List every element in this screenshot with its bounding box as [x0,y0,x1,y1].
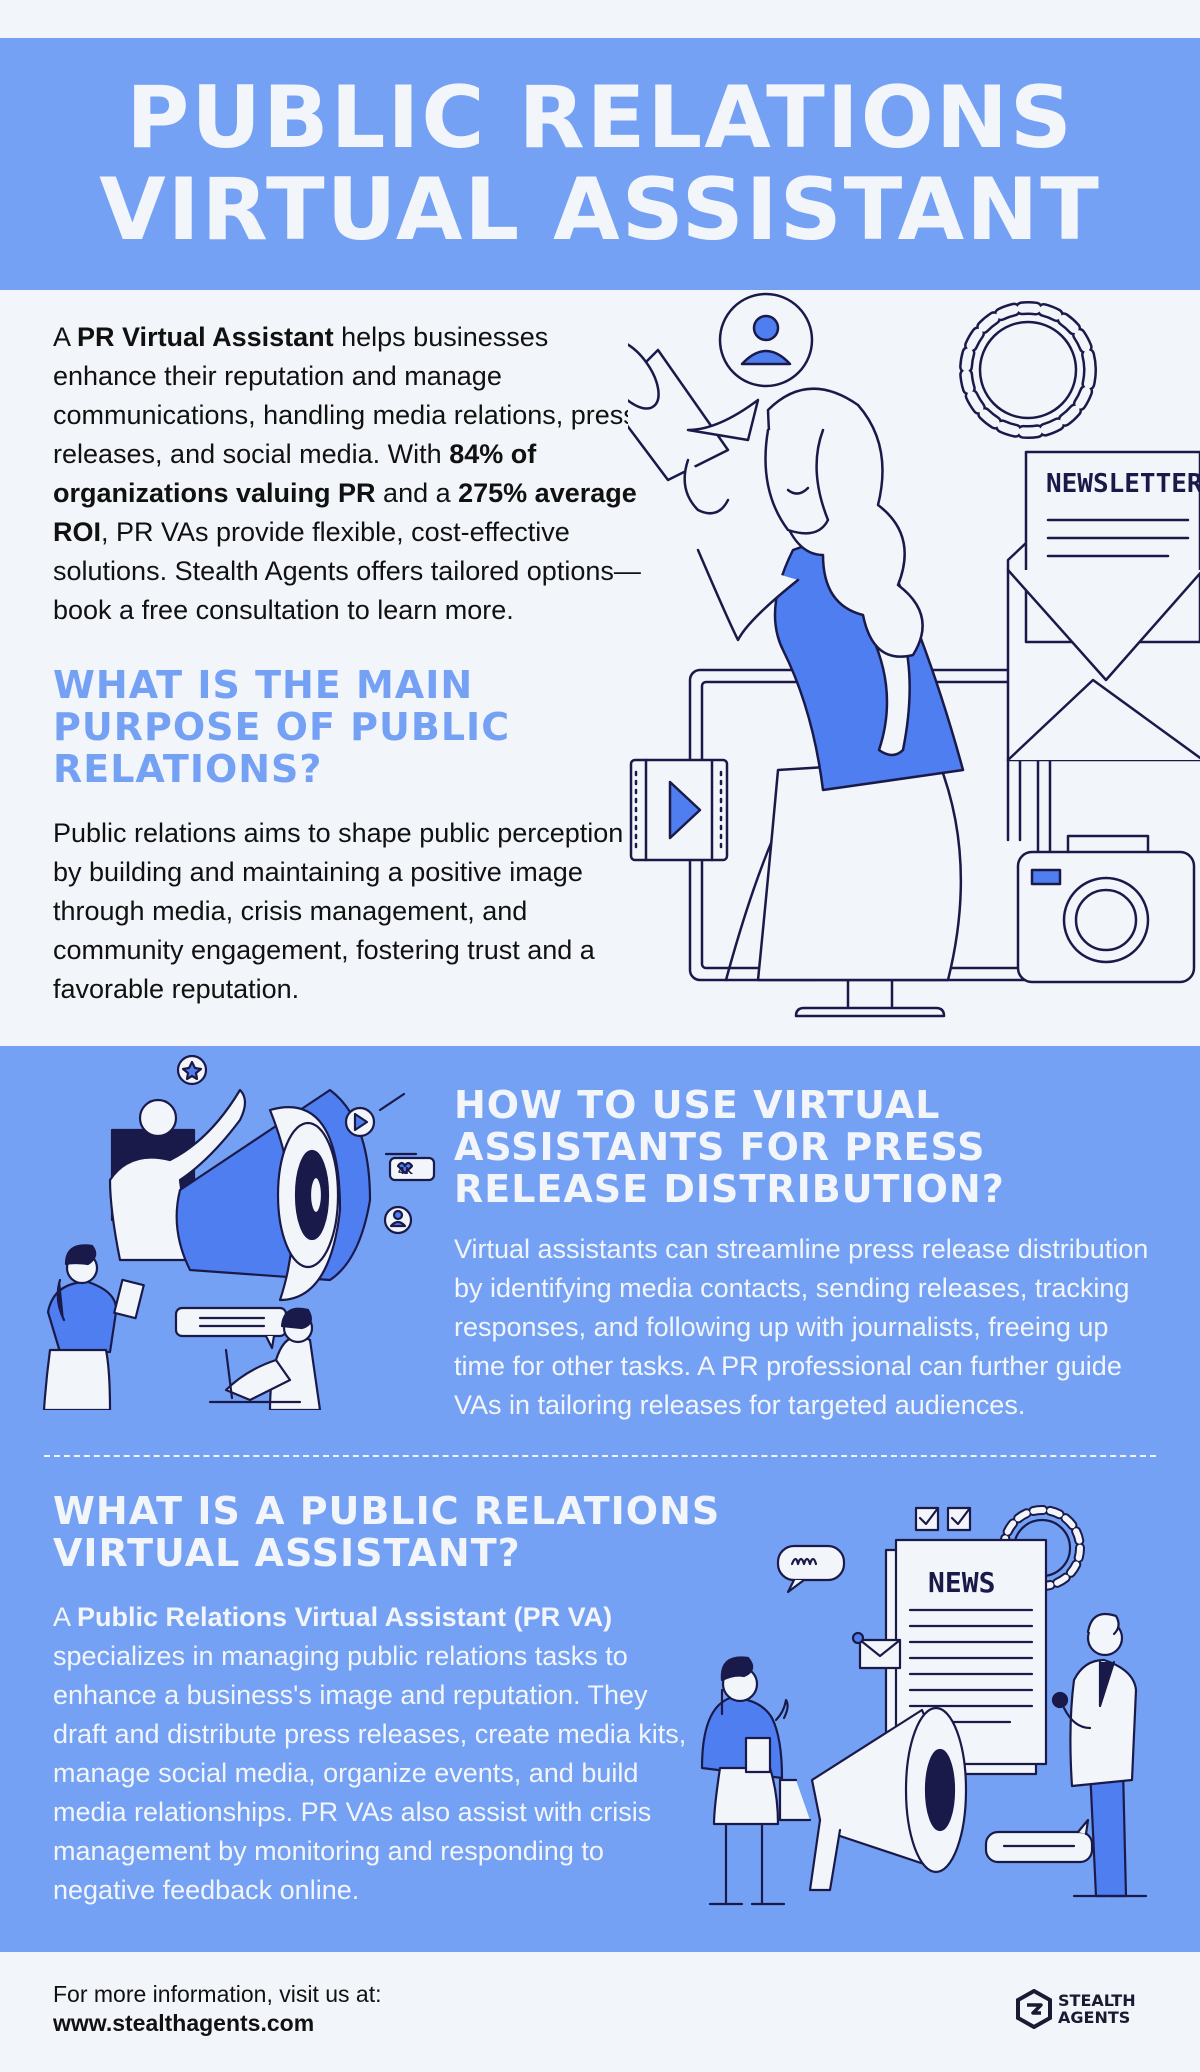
title-banner: PUBLIC RELATIONS VIRTUAL ASSISTANT [0,38,1200,290]
intro-text: A [53,322,78,352]
intro-bold-term: PR Virtual Assistant [77,322,334,352]
intro-paragraph: A PR Virtual Assistant helps businesses … [53,318,653,630]
heading-line: WHAT IS THE MAIN [53,663,474,707]
newsletter-envelope-icon [1006,450,1200,842]
logo-hexagon-icon [1016,1989,1052,2029]
logo-line-2: AGENTS [1058,2008,1131,2027]
video-play-icon [629,758,729,862]
heading-line: PURPOSE OF PUBLIC [53,705,511,749]
ellipsis-bubble-icon [776,1544,846,1594]
section-pr-va-heading: WHAT IS A PUBLIC RELATIONS VIRTUAL ASSIS… [53,1490,833,1574]
section-purpose-body: Public relations aims to shape public pe… [53,818,624,1004]
gear-icon [959,301,1097,439]
team-megaphone-illustration: 4K [42,1054,436,1410]
envelope-icon [851,1631,902,1670]
heading-line: RELEASE DISTRIBUTION? [454,1167,1005,1211]
megaphone-icon [628,338,760,515]
megaphone-icon [778,1706,968,1892]
megaphone-icon [175,1088,372,1302]
newsletter-label: NEWSLETTER [1046,469,1200,499]
footer-info-text: For more information, visit us at: [53,1981,382,2007]
intro-text: and a [375,478,459,508]
heart-badge-icon [388,1156,436,1182]
logo-line-1: STEALTH [1058,1991,1136,2010]
section-purpose-heading: WHAT IS THE MAIN PURPOSE OF PUBLIC RELAT… [53,664,653,790]
stealth-agents-logo: STEALTH AGENTS [1016,1986,1156,2032]
heading-line: ASSISTANTS FOR PRESS [454,1125,986,1169]
news-team-illustration: NEWS [700,1505,1148,1906]
section-distribution-heading: HOW TO USE VIRTUAL ASSISTANTS FOR PRESS … [454,1084,1174,1210]
section-distribution-body: Virtual assistants can streamline press … [454,1234,1149,1420]
footer-website-link[interactable]: www.stealthagents.com [53,2010,315,2036]
heading-line: RELATIONS? [53,747,323,791]
speech-bubble-icon [984,1818,1094,1864]
intro-bold-stat: 84% of organizations valuing PR [53,439,537,508]
intro-bold-roi: 275% average ROI [53,478,637,547]
heading-line: VIRTUAL ASSISTANT? [53,1531,521,1575]
body-bold-term: Public Relations Virtual Assistant (PR V… [77,1602,613,1632]
heading-line: HOW TO USE VIRTUAL [454,1083,941,1127]
user-avatar-icon [718,292,814,388]
footer-contact: For more information, visit us at: www.s… [53,1980,382,2038]
camera-icon [1016,834,1196,984]
badge-label: 4K [398,1166,414,1177]
section-pr-va-body: A Public Relations Virtual Assistant (PR… [53,1598,693,1910]
star-icon [176,1054,208,1086]
intro-text: helps businesses enhance their reputatio… [53,322,637,469]
woman-megaphone-illustration: NEWSLETTER [628,292,1200,1018]
intro-text: , PR VAs provide flexible, cost-effectiv… [53,517,641,625]
speech-bubble-icon [174,1306,288,1350]
checkbox-icon [914,1506,972,1532]
body-text: specializes in managing public relations… [53,1641,687,1905]
woman-figure [696,387,965,982]
section-divider [44,1455,1156,1457]
body-text: A [53,1602,78,1632]
page-title-line-2: VIRTUAL ASSISTANT [99,160,1101,260]
person-badge-icon [383,1205,413,1235]
logo-wordmark: STEALTH AGENTS [1058,1992,1136,2026]
news-label: NEWS [928,1566,995,1599]
play-icon [344,1106,376,1138]
page-title-line-1: PUBLIC RELATIONS [126,68,1074,168]
heading-line: WHAT IS A PUBLIC RELATIONS [53,1489,721,1533]
